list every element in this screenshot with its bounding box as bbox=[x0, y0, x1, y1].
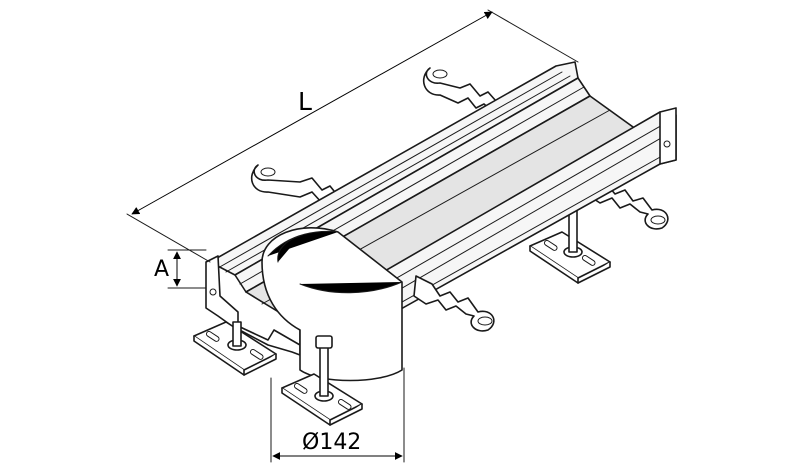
channel-body bbox=[205, 61, 677, 382]
anchor-lug-front-center bbox=[413, 275, 495, 332]
levelling-foot-front-left bbox=[193, 321, 277, 376]
dimension-diameter: Ø142 bbox=[270, 367, 405, 463]
levelling-foot-front-center bbox=[281, 335, 363, 426]
dimension-length: L bbox=[126, 9, 579, 263]
length-label: L bbox=[298, 87, 312, 116]
height-label: A bbox=[154, 257, 169, 282]
dimension-height: A bbox=[154, 249, 207, 289]
levelling-foot-back-right bbox=[529, 185, 611, 284]
diameter-label: Ø142 bbox=[302, 430, 361, 455]
